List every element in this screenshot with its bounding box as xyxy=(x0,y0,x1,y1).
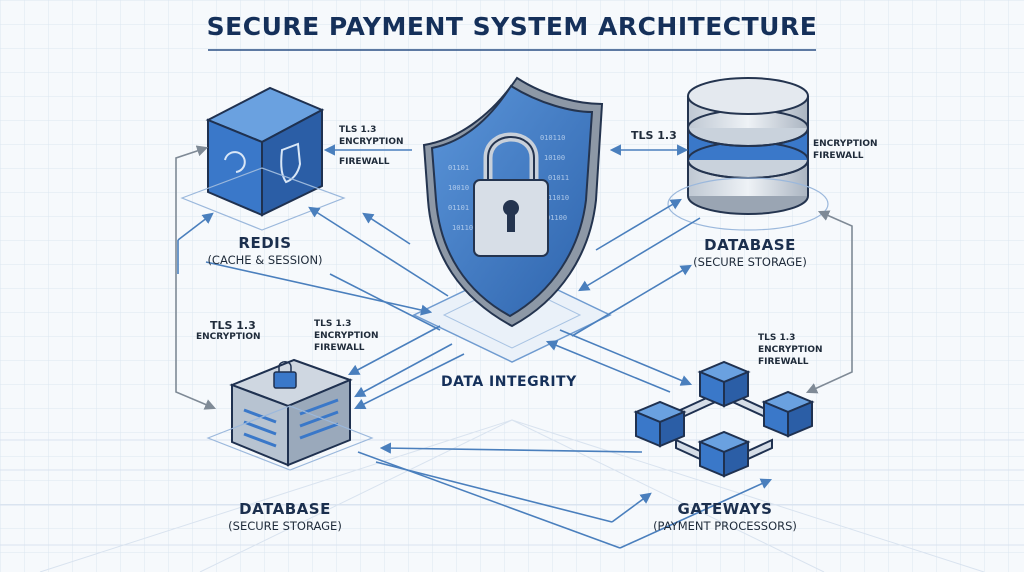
svg-text:01011: 01011 xyxy=(548,174,569,182)
gateways-name: GATEWAYS xyxy=(677,500,773,518)
network-cubes-icon xyxy=(633,360,815,478)
db-bottom-shield-protocols: TLS 1.3 ENCRYPTION FIREWALL xyxy=(314,319,379,353)
database-top-desc: (SECURE STORAGE) xyxy=(693,255,807,269)
database-bottom-desc: (SECURE STORAGE) xyxy=(228,519,342,533)
redis-shield-protocols: TLS 1.3 ENCRYPTION FIREWALL xyxy=(339,125,404,167)
database-top-name: DATABASE xyxy=(704,236,796,254)
svg-text:10100: 10100 xyxy=(544,154,565,162)
redis-platform xyxy=(180,167,346,231)
gateways-desc: (PAYMENT PROCESSORS) xyxy=(653,519,797,533)
gateways-shield-protocols: TLS 1.3 ENCRYPTION FIREWALL xyxy=(758,333,823,367)
shield-db-protocol: TLS 1.3 xyxy=(631,129,677,142)
database-top-platform xyxy=(667,177,829,231)
db-top-protocols: ENCRYPTION FIREWALL xyxy=(813,139,878,161)
redis-desc: (CACHE & SESSION) xyxy=(207,253,323,267)
data-integrity-label: DATA INTEGRITY xyxy=(441,374,577,390)
svg-text:10010: 10010 xyxy=(448,184,469,192)
svg-text:10110: 10110 xyxy=(452,224,473,232)
database-bottom-platform xyxy=(206,405,374,471)
redis-cube-icon xyxy=(205,86,325,217)
database-bottom-name: DATABASE xyxy=(239,500,331,518)
database-cylinder-icon xyxy=(687,77,809,215)
page-title: SECURE PAYMENT SYSTEM ARCHITECTURE xyxy=(206,12,818,41)
perspective-grid xyxy=(0,419,1024,572)
svg-text:01101: 01101 xyxy=(448,164,469,172)
shield-lock-icon: 01101 10010 01101 10110 010110 10100 01011 110… xyxy=(422,76,604,328)
redis-db-bottom-protocols: TLS 1.3 ENCRYPTION xyxy=(196,319,261,342)
svg-text:11010: 11010 xyxy=(548,194,569,202)
svg-text:010110: 010110 xyxy=(540,134,565,142)
svg-text:01100: 01100 xyxy=(546,214,567,222)
outer-loop-arrows xyxy=(175,145,853,410)
server-lock-icon xyxy=(229,358,353,467)
svg-text:01101: 01101 xyxy=(448,204,469,212)
shield-platform-inner xyxy=(442,281,582,349)
redis-name: REDIS xyxy=(238,234,292,252)
